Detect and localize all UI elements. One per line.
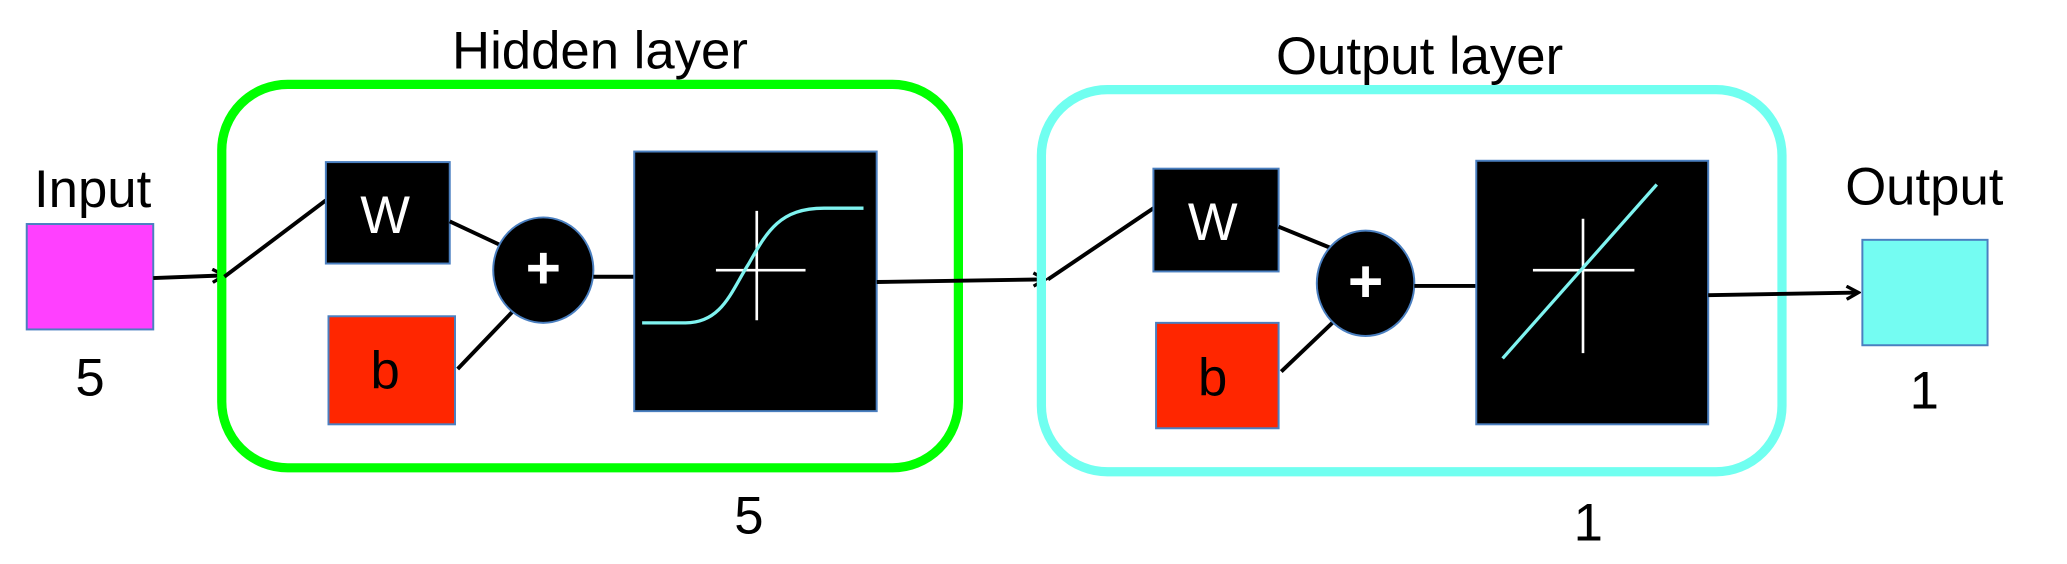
connector-line: [456, 305, 519, 371]
hidden-layer-title: Hidden layer: [452, 22, 748, 81]
hidden-sum-node: [492, 216, 595, 324]
connector-line: [223, 198, 328, 279]
hidden-weight-block: [324, 161, 451, 265]
linear-line-icon: [1501, 183, 1659, 360]
input-size: 5: [75, 348, 104, 407]
hidden-bias-label: b: [371, 342, 400, 401]
plus-icon: +: [1348, 247, 1383, 315]
output-block: [1861, 238, 1989, 347]
connector-line: [1279, 314, 1341, 374]
sigmoid-curve-icon: [642, 206, 864, 325]
output-sum-node: [1315, 229, 1416, 338]
output-transfer-block: [1475, 159, 1710, 426]
output-bias-label: b: [1198, 348, 1227, 407]
output-label: Output: [1845, 157, 2004, 216]
output-bias-block: [1155, 321, 1280, 430]
hidden-layer-box: [217, 79, 964, 473]
hidden-to-output-arrow: [876, 279, 1046, 282]
input-block: [25, 223, 155, 331]
input-arrow: [153, 275, 224, 278]
output-arrow: [1708, 293, 1858, 296]
hidden-layer-size: 5: [734, 487, 763, 546]
connector-line: [1046, 206, 1155, 282]
connector-line: [1277, 224, 1338, 253]
output-layer-title: Output layer: [1276, 27, 1563, 86]
input-label: Input: [34, 160, 152, 219]
output-layer-size: 1: [1574, 493, 1603, 552]
output-layer-box: [1036, 84, 1787, 477]
hidden-weight-label: W: [360, 186, 410, 245]
plus-icon: +: [526, 234, 561, 302]
output-weight-label: W: [1188, 193, 1238, 252]
output-weight-block: [1152, 167, 1280, 273]
hidden-bias-block: [327, 315, 456, 426]
output-size: 1: [1910, 362, 1939, 421]
